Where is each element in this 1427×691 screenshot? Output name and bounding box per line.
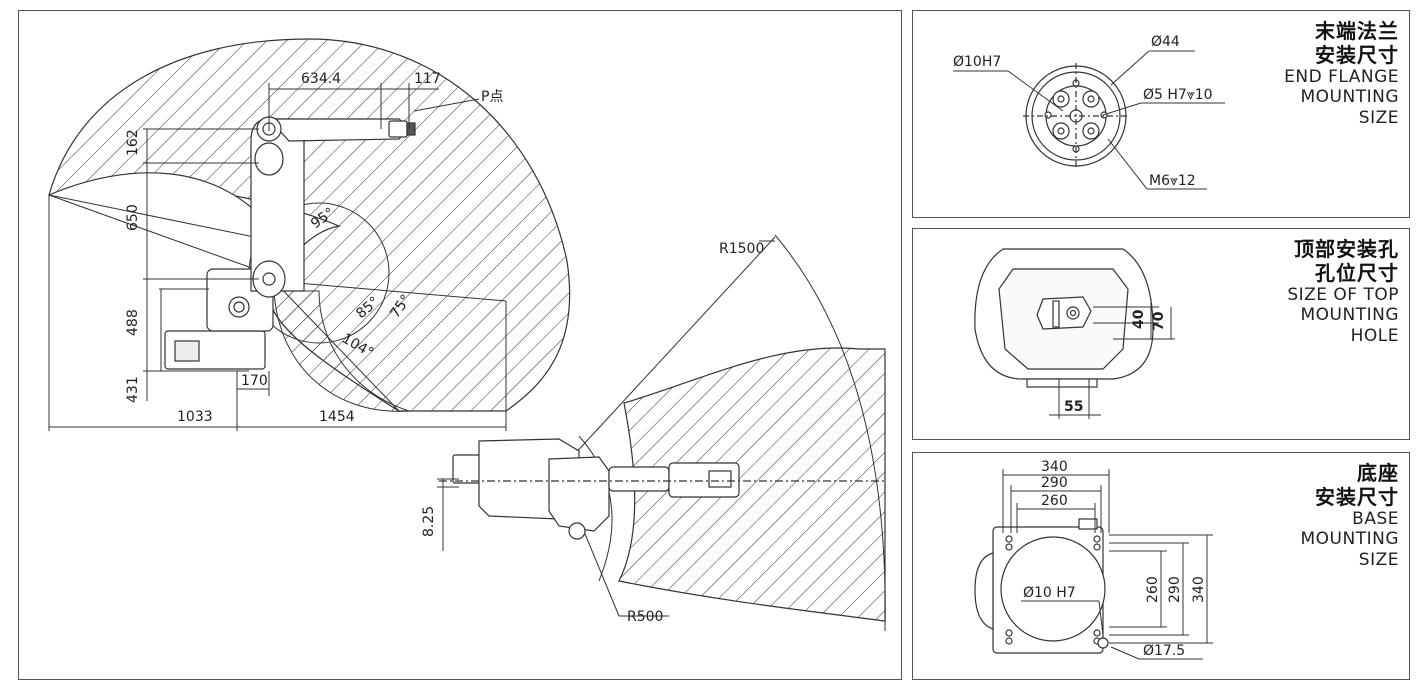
top-view-dimensions <box>437 478 459 551</box>
top-view-dimension-labels: R1500 R500 8.25 <box>421 241 764 625</box>
flange-title-cn-2: 安装尺寸 <box>1315 43 1399 67</box>
dim-1454: 1454 <box>319 409 355 425</box>
flange-labels: Ø10H7 Ø44 Ø5 H7⩔10 M6⩔12 <box>953 34 1213 189</box>
top-title-cn-2: 孔位尺寸 <box>1315 261 1399 285</box>
flange-leaders <box>953 50 1225 190</box>
dim-170: 170 <box>241 373 268 389</box>
base-title: 底座 安装尺寸 BASE MOUNTING SIZE <box>1301 461 1400 570</box>
top-view-envelope <box>558 234 886 632</box>
base-graphic <box>974 518 1109 654</box>
base-dim-h340: 340 <box>1041 459 1068 475</box>
base-dim-h260: 260 <box>1041 493 1068 509</box>
dim-8-25: 8.25 <box>421 506 437 537</box>
base-mounting-drawing: 340 290 260 260 290 340 Ø10 H7 Ø17.5 <box>974 459 1213 660</box>
base-dimension-labels: 340 290 260 260 290 340 Ø10 H7 Ø17.5 <box>1023 459 1207 659</box>
workspace-drawing: 634.4 117 P点 162 650 488 431 170 1033 14… <box>48 38 886 632</box>
flange-title: 末端法兰 安装尺寸 END FLANGE MOUNTING SIZE <box>1284 19 1399 128</box>
flange-dim-5h7: Ø5 H7⩔10 <box>1143 87 1213 103</box>
base-dim-10h7: Ø10 H7 <box>1023 585 1076 601</box>
p-point-label: P点 <box>481 89 503 105</box>
top-title-en-3: HOLE <box>1350 325 1399 346</box>
flange-title-en-3: SIZE <box>1358 107 1399 128</box>
top-title-en-1: SIZE OF TOP <box>1287 285 1399 305</box>
base-title-en-2: MOUNTING <box>1300 529 1399 550</box>
workspace-drawing-panel: 634.4 117 P点 162 650 488 431 170 1033 14… <box>18 10 902 680</box>
flange-title-en-2: MOUNTING <box>1300 87 1399 108</box>
flange-dim-10h7: Ø10H7 <box>953 54 1001 70</box>
base-title-cn-1: 底座 <box>1357 461 1399 485</box>
top-view-robot <box>439 438 885 540</box>
base-title-en-3: SIZE <box>1358 549 1399 570</box>
base-dim-h290: 290 <box>1041 475 1068 491</box>
top-mounting-panel: 40 70 55 顶部安装孔 孔位尺寸 SIZE OF TOP MOUNTING… <box>912 228 1410 440</box>
side-view-dimensions <box>48 83 507 431</box>
side-view-robot <box>164 116 416 370</box>
end-flange-panel: Ø10H7 Ø44 Ø5 H7⩔10 M6⩔12 末端法兰 安装尺寸 END F… <box>912 10 1410 218</box>
flange-dim-44: Ø44 <box>1151 34 1180 50</box>
side-view-envelope <box>48 38 571 421</box>
flange-dim-m6: M6⩔12 <box>1149 173 1196 189</box>
base-title-cn-2: 安装尺寸 <box>1315 485 1399 509</box>
base-dim-v260: 260 <box>1145 576 1161 603</box>
base-dimension-lines <box>1002 469 1213 660</box>
flange-graphic <box>1023 63 1129 169</box>
top-title: 顶部安装孔 孔位尺寸 SIZE OF TOP MOUNTING HOLE <box>1287 237 1399 346</box>
top-title-cn-1: 顶部安装孔 <box>1294 237 1399 261</box>
base-mounting-panel: 340 290 260 260 290 340 Ø10 H7 Ø17.5 底座 … <box>912 452 1410 680</box>
top-dimension-labels: 40 70 55 <box>1064 309 1167 415</box>
dim-r500: R500 <box>627 609 663 625</box>
dim-431: 431 <box>125 376 141 403</box>
base-title-en-1: BASE <box>1352 509 1399 529</box>
flange-title-en-1: END FLANGE <box>1284 67 1399 87</box>
dim-1033: 1033 <box>177 409 213 425</box>
dim-117: 117 <box>414 71 441 87</box>
dim-650: 650 <box>125 204 141 231</box>
top-dimension-lines <box>1049 299 1175 419</box>
dim-634-4: 634.4 <box>301 71 341 87</box>
dim-488: 488 <box>125 309 141 336</box>
top-dim-70: 70 <box>1151 311 1167 331</box>
base-dim-v290: 290 <box>1167 576 1183 603</box>
top-mounting-drawing: 40 70 55 <box>974 248 1175 419</box>
base-dim-v340: 340 <box>1191 576 1207 603</box>
top-dim-40: 40 <box>1131 309 1147 329</box>
base-dim-17-5: Ø17.5 <box>1143 643 1185 659</box>
top-dim-55: 55 <box>1064 399 1083 415</box>
end-flange-drawing: Ø10H7 Ø44 Ø5 H7⩔10 M6⩔12 <box>953 34 1225 190</box>
top-title-en-2: MOUNTING <box>1300 305 1399 326</box>
flange-title-cn-1: 末端法兰 <box>1315 19 1399 43</box>
dim-r1500: R1500 <box>719 241 764 257</box>
dim-162: 162 <box>125 129 141 156</box>
top-housing-graphic <box>974 248 1154 388</box>
